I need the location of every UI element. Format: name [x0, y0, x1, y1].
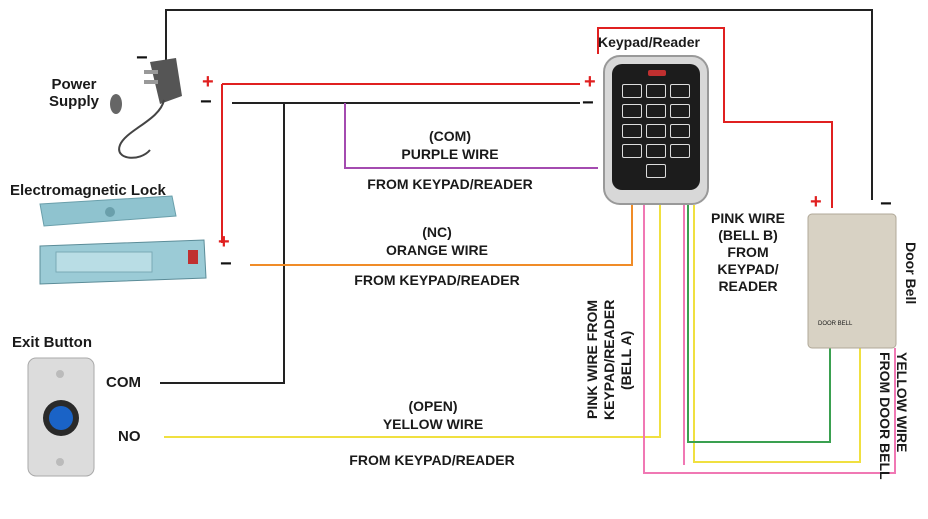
- power-negative-sign-2: −: [200, 91, 212, 113]
- pink-bell-b-label: PINK WIRE (BELL B) FROM KEYPAD/ READER: [711, 210, 785, 294]
- exit-no-terminal: NO: [118, 428, 141, 445]
- keypad-key: [646, 104, 666, 118]
- bell-negative-sign: −: [880, 193, 892, 215]
- open-wire-label-2: YELLOW WIRE: [382, 416, 484, 432]
- com-wire-from: FROM KEYPAD/READER: [367, 176, 533, 192]
- nc-wire-from: FROM KEYPAD/READER: [354, 272, 520, 288]
- exit-button-label: Exit Button: [12, 334, 92, 351]
- keypad-key: [622, 144, 642, 158]
- keypad-reader-icon: [603, 55, 709, 205]
- lock-negative-sign: −: [220, 253, 232, 275]
- lock-positive-sign: +: [218, 231, 230, 253]
- orange-wire-nc: [250, 205, 633, 266]
- nc-wire-label-2: ORANGE WIRE: [386, 242, 488, 258]
- com-wire-label-2: PURPLE WIRE: [401, 146, 499, 162]
- red-wire-bell-positive: [597, 27, 833, 208]
- keypad-key: [646, 164, 666, 178]
- pink-bell-a-label: PINK WIRE FROM KEYPAD/READER (BELL A): [584, 299, 634, 421]
- yellow-wire-open: [164, 205, 661, 438]
- purple-wire-com: [344, 103, 598, 169]
- keypad-key: [670, 104, 690, 118]
- door-bell-icon: [807, 213, 897, 349]
- keypad-key: [622, 124, 642, 138]
- yellow-bell-label: YELLOW WIRE FROM DOOR BELL: [877, 352, 910, 480]
- keypad-key: [670, 124, 690, 138]
- exit-com-terminal: COM: [106, 374, 141, 391]
- open-wire-from: FROM KEYPAD/READER: [349, 452, 515, 468]
- keypad-key: [622, 104, 642, 118]
- door-bell-plate-text: DOOR BELL: [818, 321, 853, 327]
- exit-button-icon: [27, 357, 95, 477]
- keypad-key: [670, 84, 690, 98]
- keypad-key: [622, 84, 642, 98]
- com-wire-label-1: (COM): [429, 128, 471, 144]
- black-wire-exit-com: [160, 103, 285, 384]
- keypad-positive-sign: +: [584, 71, 596, 93]
- nc-wire-label-1: (NC): [422, 224, 452, 240]
- keypad-key: [646, 144, 666, 158]
- keypad-key: [670, 144, 690, 158]
- green-wire: [687, 205, 831, 443]
- open-wire-label-1: (OPEN): [408, 398, 458, 414]
- power-supply-label: Power Supply: [48, 76, 99, 110]
- keypad-reader-label: Keypad/Reader: [598, 34, 700, 50]
- power-supply-icon: [110, 58, 182, 159]
- electromagnetic-lock-icon: [39, 195, 207, 285]
- yellow-wire-door-bell: [693, 205, 861, 463]
- keypad-key: [646, 84, 666, 98]
- power-positive-sign: +: [202, 71, 214, 93]
- door-bell-label: Door Bell: [903, 242, 919, 305]
- electromagnetic-lock-label: Electromagnetic Lock: [10, 182, 166, 199]
- pink-wire-bell-a: [643, 205, 896, 474]
- keypad-negative-sign: −: [582, 92, 594, 114]
- bell-positive-sign: +: [810, 191, 822, 213]
- black-wire-bell-negative: [165, 9, 873, 200]
- keypad-key: [646, 124, 666, 138]
- power-negative-sign: −: [136, 47, 148, 69]
